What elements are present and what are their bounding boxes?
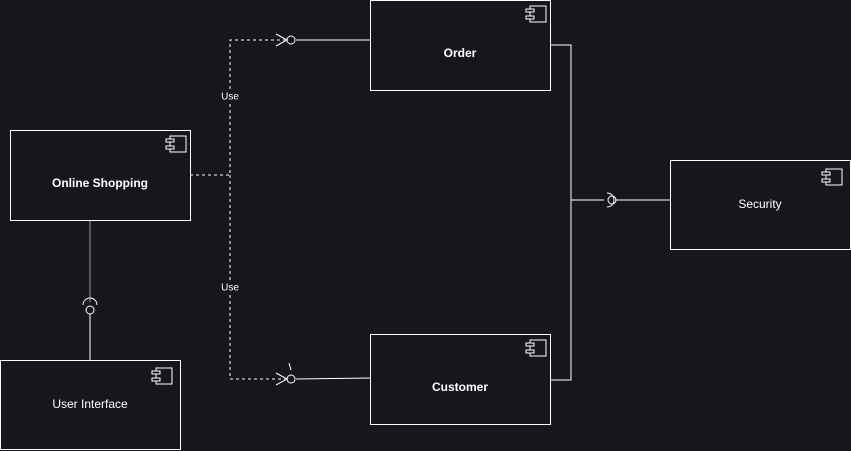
svg-text:Use: Use: [221, 92, 239, 103]
security-bus-connector[interactable]: [551, 44, 604, 381]
component-icon: [151, 367, 173, 385]
component-order-label: Order: [444, 46, 477, 60]
interface-socket-icon: [606, 192, 615, 208]
component-icon: [165, 135, 187, 153]
user-interface-connector[interactable]: [82, 220, 98, 360]
order-required-interface[interactable]: [286, 35, 371, 45]
customer-required-interface[interactable]: [286, 362, 372, 384]
svg-text:Use: Use: [221, 283, 239, 294]
use-dependency-customer[interactable]: [229, 175, 289, 386]
interface-ball-icon: [607, 195, 617, 205]
interface-socket-icon: [286, 374, 296, 384]
component-user-interface[interactable]: User Interface: [0, 360, 181, 450]
component-security-label: Security: [738, 197, 781, 211]
component-online-shopping[interactable]: Online Shopping: [10, 130, 191, 221]
component-customer-label: Customer: [432, 380, 488, 394]
use-dependency-order[interactable]: [190, 33, 289, 176]
component-user-interface-label: User Interface: [52, 397, 128, 411]
component-customer[interactable]: Customer: [370, 334, 551, 425]
component-security[interactable]: Security: [670, 160, 851, 250]
security-interface[interactable]: [606, 192, 670, 208]
component-icon: [525, 5, 547, 23]
use-label-order: Use: [218, 90, 242, 104]
interface-socket-icon: [286, 35, 296, 45]
component-icon: [525, 339, 547, 357]
interface-socket-icon: [82, 297, 98, 306]
component-order[interactable]: Order: [370, 0, 551, 91]
interface-ball-icon: [85, 305, 95, 315]
component-icon: [821, 168, 843, 186]
use-label-customer: Use: [218, 281, 242, 295]
component-online-shopping-label: Online Shopping: [52, 176, 148, 190]
